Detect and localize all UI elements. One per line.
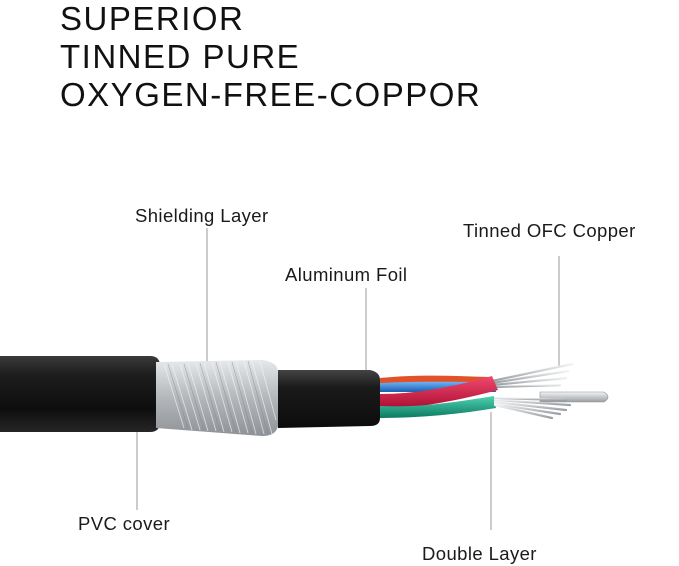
wire-red xyxy=(380,376,498,410)
wire-green xyxy=(380,396,496,418)
inner-jacket-aluminum-foil xyxy=(278,370,380,428)
headline-line-3: OXYGEN-FREE-COPPOR xyxy=(60,76,482,113)
label-tinned-ofc-copper: Tinned OFC Copper xyxy=(463,220,636,241)
label-double-layer: Double Layer xyxy=(422,543,537,564)
braid-strands xyxy=(163,360,277,435)
tinned-copper-strands-lower xyxy=(493,396,572,420)
headline-line-1: SUPERIOR xyxy=(60,0,245,37)
headline-line-2: TINNED PURE xyxy=(60,38,301,75)
tinned-copper-strands-upper xyxy=(490,362,574,389)
label-pvc-cover: PVC cover xyxy=(78,513,171,534)
pvc-jacket xyxy=(0,356,160,432)
label-shielding-layer: Shielding Layer xyxy=(135,205,269,226)
label-aluminum-foil: Aluminum Foil xyxy=(285,264,408,285)
braid-strand-shadows xyxy=(167,360,269,435)
headline: SUPERIOR TINNED PURE OXYGEN-FREE-COPPOR xyxy=(60,0,481,114)
